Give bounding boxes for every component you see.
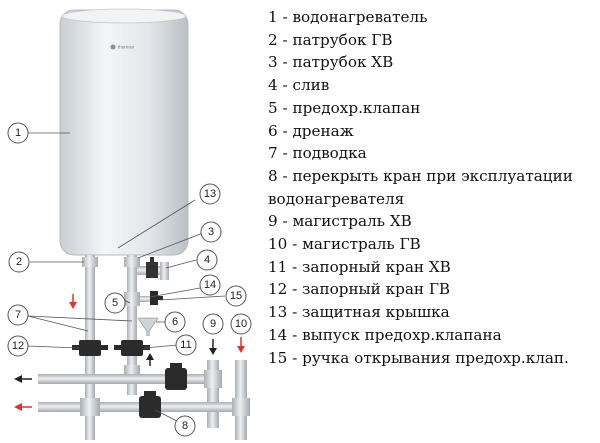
callout-6: 6 [164, 311, 186, 333]
legend-list: 1 - водонагреватель 2 - патрубок ГВ 3 - … [268, 6, 598, 369]
svg-text:14: 14 [204, 279, 216, 291]
cold-flow-arrow-left [14, 375, 32, 383]
leader-lines [27, 132, 226, 422]
water-heater-tank: thermex [59, 8, 189, 256]
svg-text:11: 11 [180, 339, 191, 351]
svg-text:1: 1 [15, 127, 21, 139]
legend-item-7: 7 - подводка [268, 144, 367, 163]
flow-arrows [14, 294, 245, 411]
callout-14: 14 [199, 274, 221, 296]
hot-flow-arrow-down [69, 294, 77, 309]
legend-item-5: 5 - предохр.клапан [268, 98, 421, 117]
svg-text:4: 4 [204, 254, 210, 266]
legend-item-15: 15 - ручка открывания предохр.клап. [268, 348, 569, 367]
legend-item-8-cont: водонагревателя [268, 189, 405, 208]
svg-text:10: 10 [235, 318, 247, 330]
svg-text:5: 5 [112, 297, 118, 309]
water-heater-diagram: thermex [7, 8, 252, 440]
callout-7: 7 [7, 304, 29, 326]
svg-text:15: 15 [230, 290, 242, 302]
valve-cold-11 [114, 340, 150, 356]
svg-text:12: 12 [12, 340, 24, 352]
cold-supply-arrow-down [209, 339, 217, 355]
svg-text:2: 2 [16, 256, 22, 268]
legend-item-2: 2 - патрубок ГВ [268, 30, 393, 49]
callout-12: 12 [7, 335, 29, 357]
callout-9: 9 [202, 313, 224, 335]
callout-8: 8 [174, 415, 196, 437]
svg-text:7: 7 [15, 309, 21, 321]
brand-logo-text: thermex [118, 45, 135, 50]
svg-text:8: 8 [182, 420, 188, 432]
legend-item-4: 4 - слив [268, 76, 330, 95]
legend-item-14: 14 - выпуск предохр.клапана [268, 325, 502, 344]
legend-item-11: 11 - запорный кран ХВ [268, 257, 451, 276]
svg-text:6: 6 [172, 316, 178, 328]
drain-funnel [137, 317, 159, 336]
callout-13: 13 [199, 183, 221, 205]
legend-item-8: 8 - перекрыть кран при эксплуатации [268, 166, 573, 185]
legend-item-1: 1 - водонагреватель [268, 8, 428, 26]
callout-1: 1 [7, 122, 29, 144]
hot-main-pipe [38, 360, 250, 440]
brand-logo-icon [110, 44, 116, 50]
safety-valve [124, 291, 163, 306]
svg-text:9: 9 [210, 318, 216, 330]
callout-5: 5 [104, 292, 126, 314]
drain-branch [137, 257, 169, 280]
legend-item-12: 12 - запорный кран ГВ [268, 280, 451, 299]
legend-item-10: 10 - магистраль ГВ [268, 235, 421, 254]
callout-15: 15 [225, 285, 247, 307]
callout-10: 10 [230, 313, 252, 335]
callout-2: 2 [8, 251, 30, 273]
callout-11: 11 [175, 334, 197, 356]
valve-hot-12 [72, 340, 108, 356]
legend-item-6: 6 - дренаж [268, 121, 354, 140]
hot-supply-arrow-down [237, 337, 245, 353]
svg-text:3: 3 [208, 226, 214, 238]
callout-3: 3 [200, 221, 222, 243]
svg-text:13: 13 [204, 188, 216, 200]
legend-item-13: 13 - защитная крышка [268, 303, 450, 322]
callout-4: 4 [196, 249, 218, 271]
legend-item-9: 9 - магистраль ХВ [268, 212, 412, 231]
hot-flow-arrow-left [14, 403, 32, 411]
cold-flow-arrow-up [146, 353, 154, 366]
legend-item-3: 3 - патрубок ХВ [268, 53, 394, 72]
